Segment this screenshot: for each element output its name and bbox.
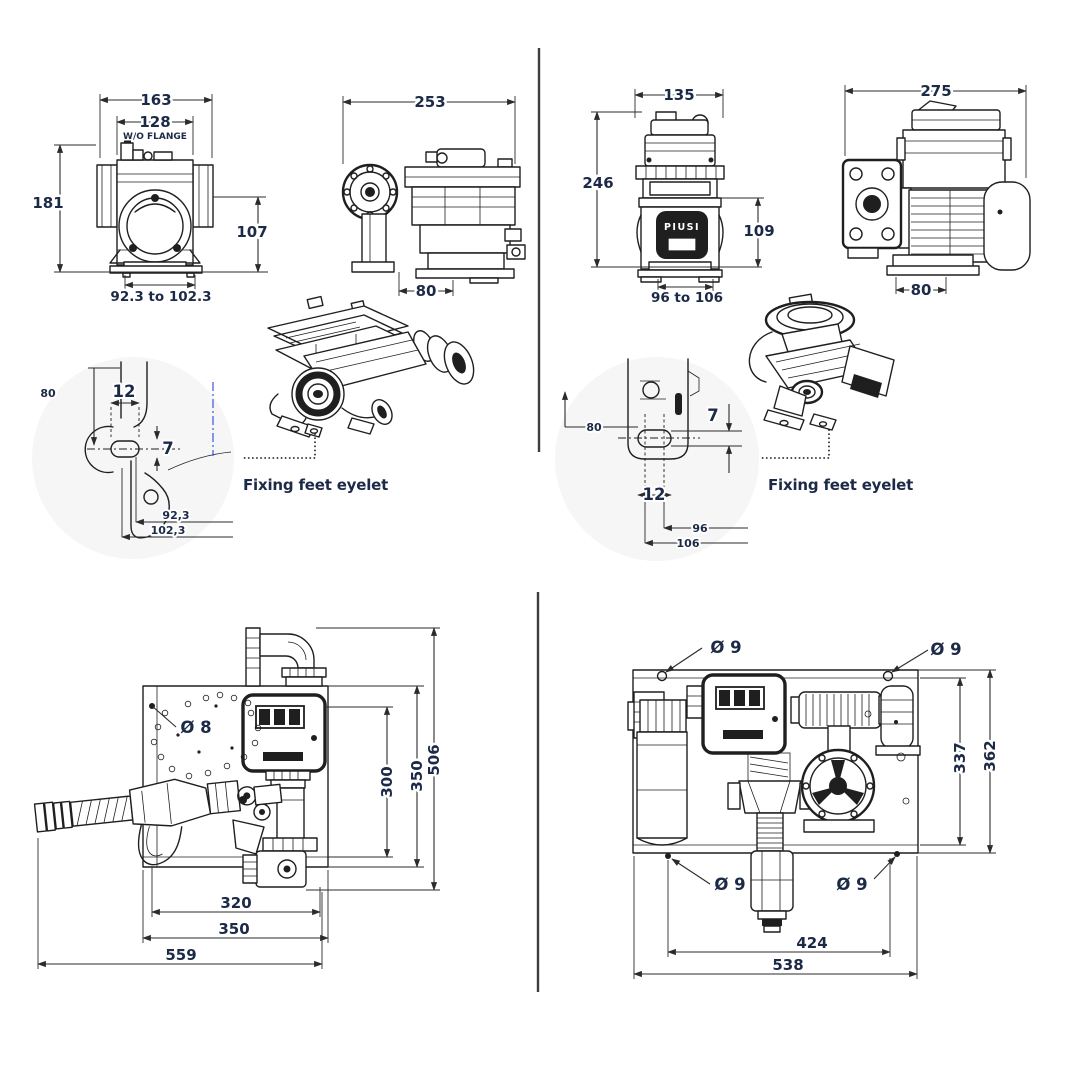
dim-detail-offset: 80 — [40, 387, 56, 400]
dim-height-meter: 300 — [378, 766, 396, 797]
leader-dotted-right — [759, 429, 830, 459]
label-wo-flange: W/O FLANGE — [123, 132, 187, 142]
top-view-drawing-right — [627, 669, 921, 933]
dims-front-view-left: 163 128 W/O FLANGE 181 107 92.3 to 102.3 — [30, 89, 270, 308]
dim-width-no-flange: 128 — [139, 113, 170, 131]
detail-circle-background — [32, 357, 234, 559]
dim-foot-span: 92.3 to 102.3 — [110, 289, 211, 305]
dim-width-total: 559 — [165, 946, 196, 964]
dim-foot-depth: 80 — [416, 282, 437, 300]
nozzle-drawing — [33, 778, 283, 866]
plate-holes — [150, 691, 262, 780]
dim-hole-bottom-left: Ø 9 — [714, 875, 745, 894]
top-view-drawing-left — [33, 627, 329, 888]
dims-side-view-right: 275 80 — [844, 80, 1027, 302]
fixing-hole-top-right — [882, 670, 894, 682]
detail-circle-right: 80 7 12 96 106 — [555, 357, 759, 561]
dims-horizontal-bottom-left: 320 350 559 — [37, 838, 329, 969]
dim-depth-total: 253 — [414, 93, 445, 111]
dim-eyelet-width: 12 — [643, 485, 666, 504]
dim-height-total: 246 — [582, 174, 613, 192]
dim-eyelet-height: 7 — [707, 406, 718, 425]
dim-width-total: 538 — [772, 956, 803, 974]
dim-hole-bottom-right: Ø 9 — [836, 875, 867, 894]
isometric-view-right — [748, 293, 895, 431]
annotation-fixing-feet-right: Fixing feet eyelet — [768, 476, 913, 494]
dim-foot-span: 96 to 106 — [651, 290, 723, 306]
dim-width-plate: 350 — [218, 920, 249, 938]
hole-callout-bottom-left: Ø 8 — [149, 703, 214, 739]
fixing-hole-bottom-right — [894, 851, 900, 857]
dim-eyelet-height: 7 — [162, 439, 173, 458]
dims-vertical-bottom-right: 337 362 — [918, 669, 1002, 854]
side-view-drawing-right — [841, 100, 1031, 276]
dims-side-view-left: 253 80 — [342, 91, 516, 303]
dim-height-total: 362 — [981, 740, 999, 771]
dim-span-min: 92,3 — [162, 509, 189, 522]
dim-hole-diameter: Ø 8 — [180, 718, 211, 737]
dim-depth-total: 275 — [920, 82, 951, 100]
isometric-view-left — [267, 295, 475, 438]
dim-height-axis: 109 — [743, 222, 774, 240]
dim-span-max: 102,3 — [151, 524, 186, 537]
dim-span-max: 106 — [677, 537, 700, 550]
dim-width-inner: 320 — [220, 894, 251, 912]
panel-bottom-right: Ø 9 Ø 9 Ø 9 Ø 9 337 362 424 — [627, 636, 1002, 979]
dims-horizontal-bottom-right: 424 538 — [633, 856, 918, 979]
dim-span-min: 96 — [692, 522, 708, 535]
dim-height-total: 181 — [32, 194, 63, 212]
dim-width-inner: 424 — [796, 934, 827, 952]
panel-top-right: PIUSI 135 246 109 96 to 106 — [555, 80, 1031, 561]
side-view-drawing-left — [341, 148, 526, 284]
brand-label: PIUSI — [664, 222, 700, 233]
dim-height-axis: 107 — [236, 223, 267, 241]
front-view-drawing-right: PIUSI — [596, 111, 762, 283]
dim-hole-top-left: Ø 9 — [710, 638, 741, 657]
fixing-hole-bottom-left — [665, 853, 671, 859]
front-view-drawing-left — [62, 138, 268, 278]
dim-foot-depth: 80 — [911, 281, 932, 299]
hole-callouts-bottom-right: Ø 9 Ø 9 Ø 9 Ø 9 — [665, 636, 964, 896]
dim-width-total: 135 — [663, 86, 694, 104]
dim-width-total: 163 — [140, 91, 171, 109]
dim-eyelet-width: 12 — [113, 382, 136, 401]
dim-height-total: 506 — [425, 744, 443, 775]
annotation-fixing-feet-left: Fixing feet eyelet — [243, 476, 388, 494]
dim-hole-top-right: Ø 9 — [930, 640, 961, 659]
dim-height-plate: 337 — [951, 742, 969, 773]
panel-top-left: 163 128 W/O FLANGE 181 107 92.3 to 102.3 — [30, 89, 526, 559]
detail-circle-left: 80 12 7 92,3 102,3 — [32, 357, 234, 559]
panel-bottom-left: Ø 8 300 350 506 320 350 — [33, 627, 446, 969]
dims-vertical-bottom-left: 300 350 506 — [306, 627, 446, 891]
dims-front-view-right: 135 246 109 96 to 106 — [580, 84, 777, 309]
dim-detail-offset: 80 — [586, 421, 602, 434]
leader-dotted-left — [241, 433, 316, 459]
fixing-hole-top-left — [656, 670, 668, 682]
dim-height-plate: 350 — [408, 760, 426, 791]
